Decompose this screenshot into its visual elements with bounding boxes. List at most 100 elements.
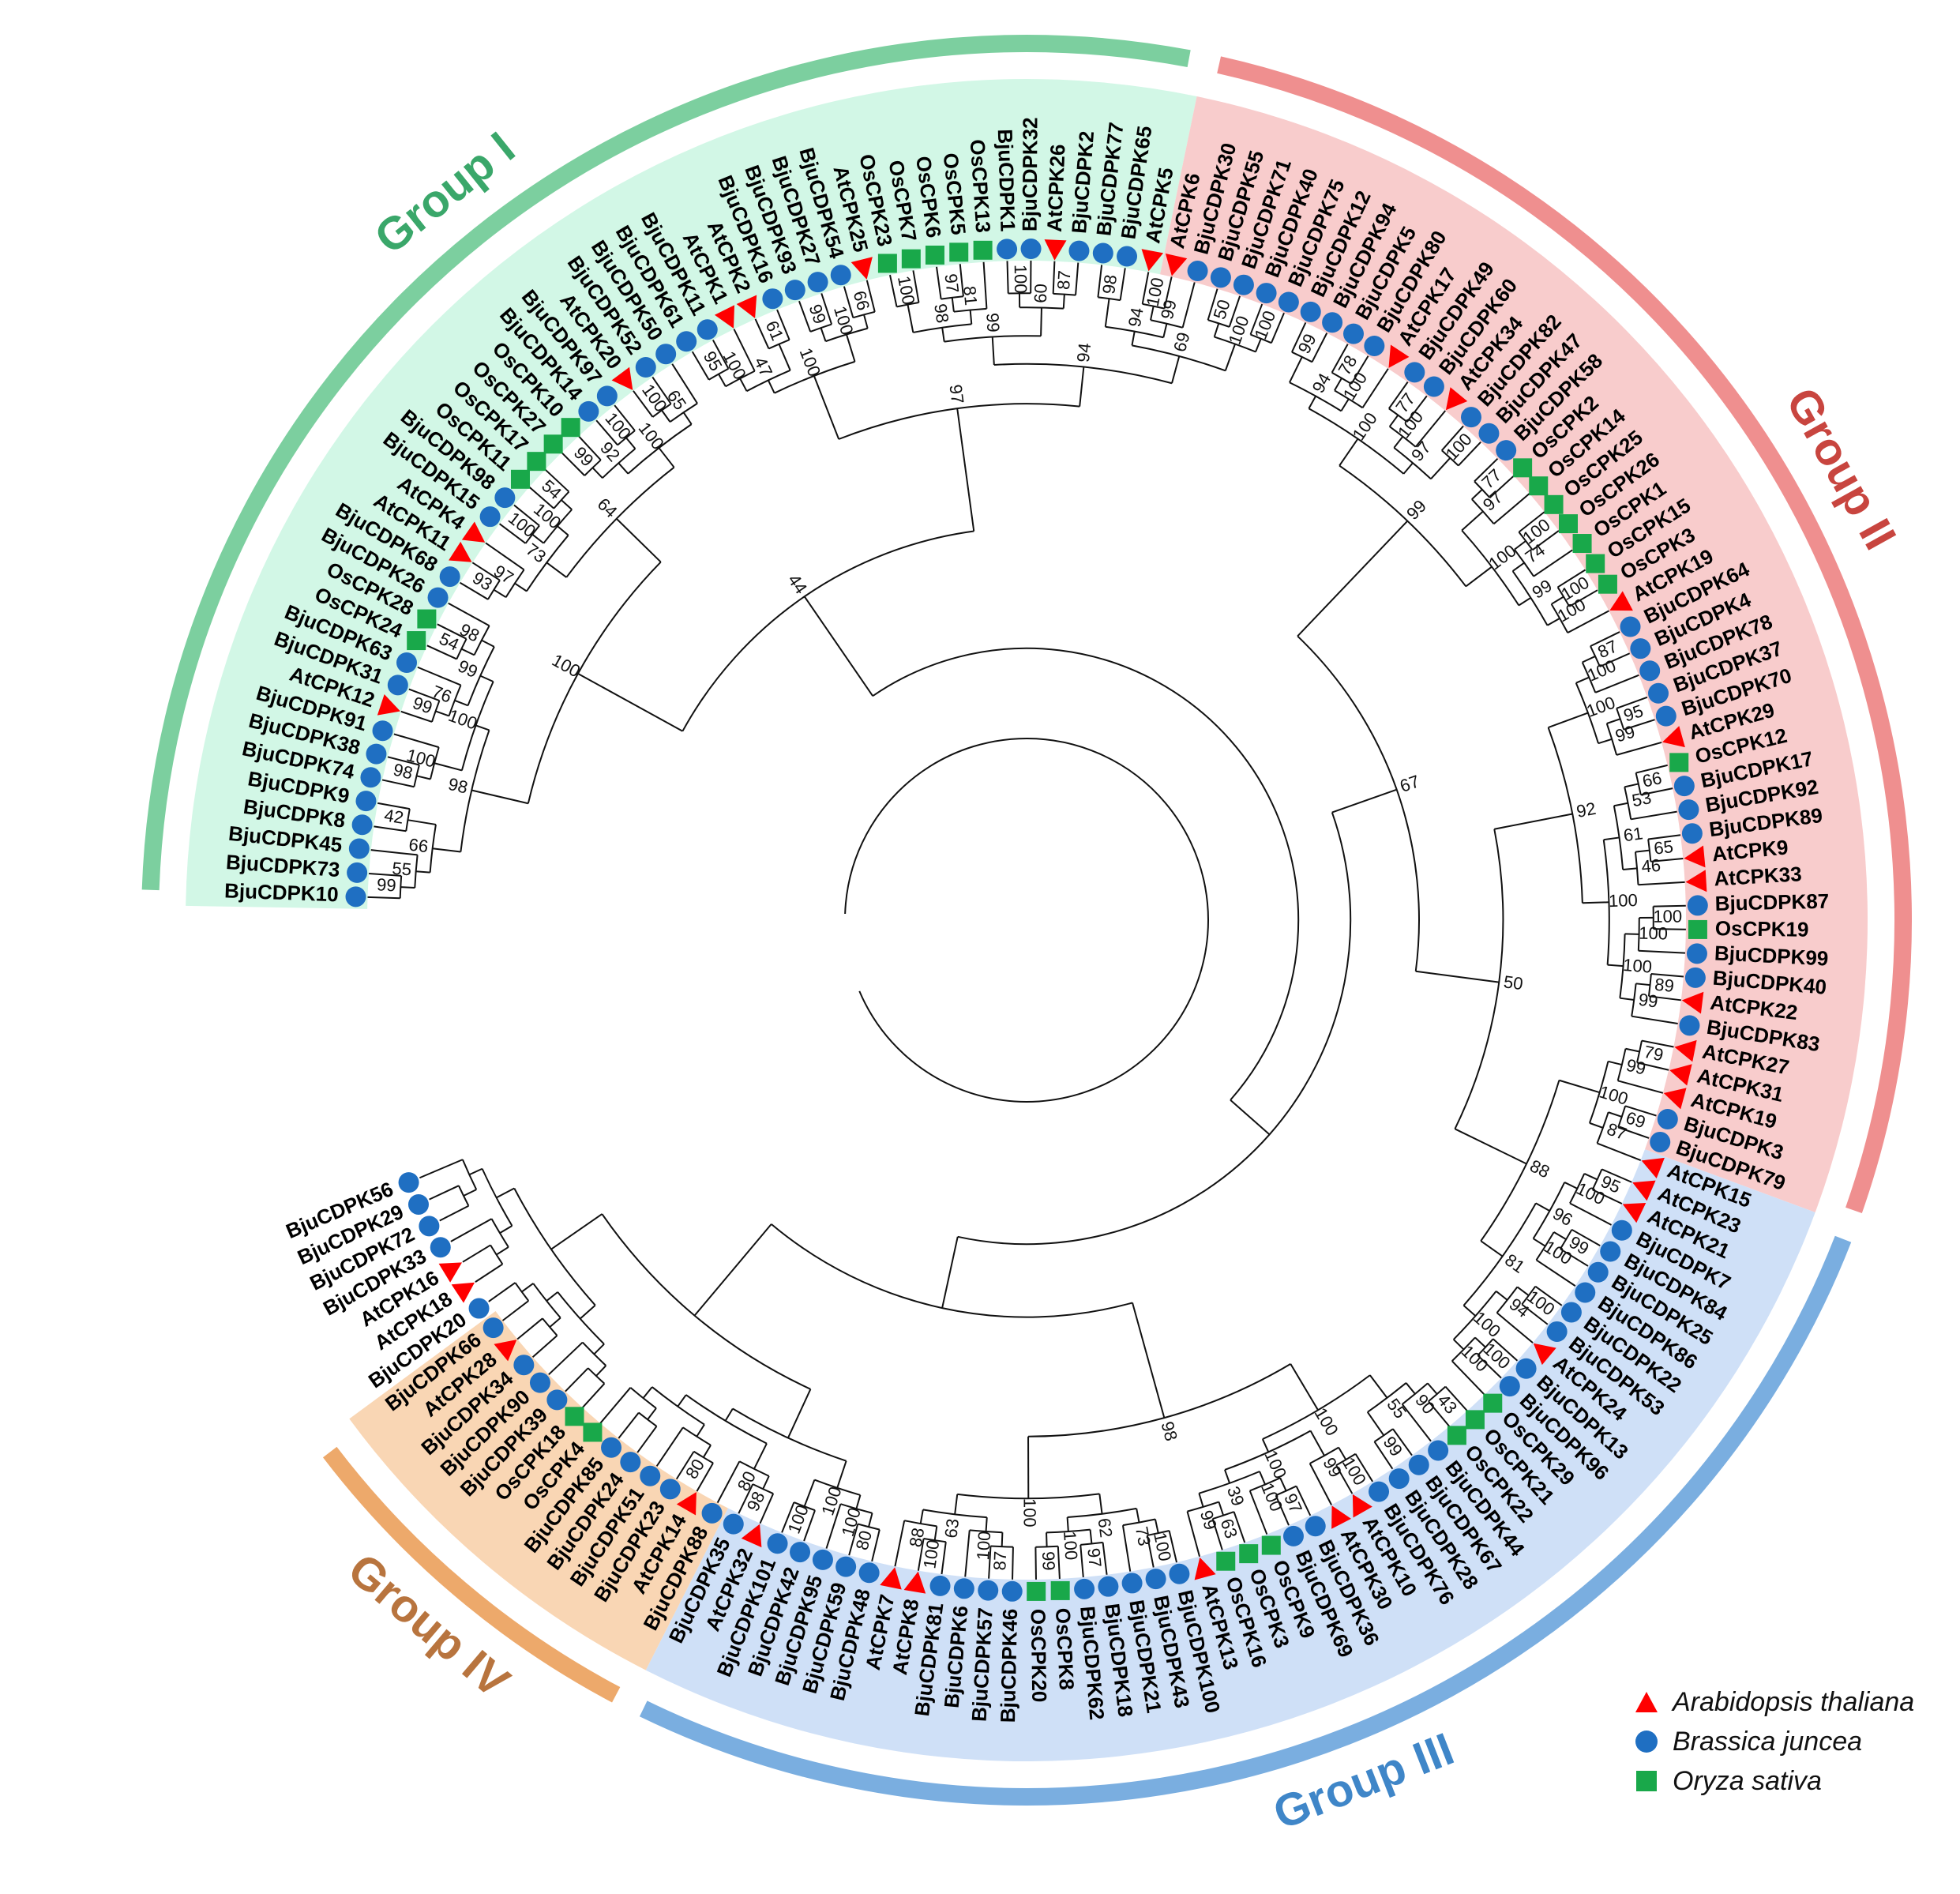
oryza-marker xyxy=(1465,1410,1485,1430)
bootstrap-value: 100 xyxy=(1060,1531,1081,1561)
branch xyxy=(820,293,833,325)
branch xyxy=(513,504,540,527)
arabidopsis-marker xyxy=(1141,249,1164,272)
branch xyxy=(419,1159,464,1179)
branch xyxy=(933,1526,938,1541)
branch xyxy=(463,1189,477,1197)
branch-arc xyxy=(904,1520,937,1528)
brassica-marker xyxy=(419,1216,440,1237)
branch xyxy=(1514,540,1526,551)
branch xyxy=(936,266,942,299)
branch-arc xyxy=(1602,840,1610,965)
branch-arc xyxy=(490,1218,509,1248)
bootstrap-value: 79 xyxy=(1643,1042,1665,1065)
brassica-marker xyxy=(1639,660,1661,682)
branch xyxy=(1308,396,1316,409)
leaf-label: BjuCDPK99 xyxy=(1714,941,1829,970)
arabidopsis-marker xyxy=(1662,726,1685,748)
arabidopsis-marker xyxy=(1165,254,1188,276)
bootstrap-value: 94 xyxy=(1308,370,1335,396)
branch xyxy=(1393,436,1404,449)
branch xyxy=(1224,344,1236,371)
oryza-marker xyxy=(877,254,897,273)
legend-item-oryza: Oryza sativa xyxy=(1635,1761,1943,1801)
branch xyxy=(1309,1430,1325,1456)
oryza-marker xyxy=(1050,1580,1070,1600)
branch xyxy=(1496,1312,1534,1343)
branch xyxy=(1146,1535,1155,1568)
bootstrap-labels: 9955426698100997654989910098939710054100… xyxy=(377,265,1683,1571)
branch xyxy=(1560,1248,1589,1267)
branch xyxy=(393,733,439,749)
bootstrap-value: 100 xyxy=(973,1531,994,1561)
branch xyxy=(1650,857,1684,862)
branch-arc xyxy=(682,1426,712,1446)
branch-arc xyxy=(1046,1528,1091,1534)
oryza-marker xyxy=(561,418,580,438)
bootstrap-value: 100 xyxy=(1019,1498,1039,1528)
branch-arc xyxy=(532,1283,561,1319)
branch xyxy=(1638,881,1685,886)
branch xyxy=(1366,1411,1385,1436)
branch xyxy=(408,688,440,701)
branch-arc xyxy=(814,1479,861,1496)
branch xyxy=(1613,802,1628,807)
branch xyxy=(1617,1126,1650,1139)
branch xyxy=(1171,355,1181,384)
arabidopsis-marker xyxy=(1685,870,1707,893)
brassica-marker xyxy=(1515,1358,1537,1379)
branch xyxy=(951,297,955,312)
brassica-marker xyxy=(529,1372,550,1393)
branch xyxy=(437,623,467,640)
branch xyxy=(591,467,603,479)
branch xyxy=(448,602,490,627)
branch xyxy=(1617,1080,1664,1094)
brassica-marker xyxy=(1305,1516,1326,1537)
branch xyxy=(959,264,964,297)
bootstrap-value: 55 xyxy=(1383,1395,1410,1422)
oryza-marker xyxy=(1598,574,1617,594)
branch xyxy=(625,437,636,449)
brassica-marker xyxy=(1679,1015,1700,1036)
branch xyxy=(1575,676,1590,684)
branch xyxy=(1606,718,1621,724)
branch xyxy=(565,1367,589,1392)
branch-arc xyxy=(1428,1385,1447,1402)
brassica-marker xyxy=(807,272,828,293)
branch xyxy=(1150,306,1155,321)
leaf-label: OsCPK19 xyxy=(1715,916,1809,941)
branch xyxy=(889,274,898,307)
arabidopsis-marker xyxy=(1669,1064,1692,1086)
oryza-marker xyxy=(949,242,969,262)
branch xyxy=(1559,1079,1601,1094)
bootstrap-value: 88 xyxy=(1526,1156,1553,1182)
branch xyxy=(1275,1494,1290,1526)
brassica-marker xyxy=(1092,242,1113,264)
branch xyxy=(1040,307,1042,336)
branch-arc xyxy=(693,1450,714,1464)
branch xyxy=(1480,1240,1504,1257)
branch xyxy=(781,1501,795,1533)
bootstrap-value: 66 xyxy=(850,289,873,313)
branch xyxy=(1451,1360,1485,1396)
brassica-marker xyxy=(953,1578,974,1599)
branch xyxy=(1012,1546,1014,1580)
bootstrap-value: 99 xyxy=(1637,990,1659,1012)
brassica-marker xyxy=(360,767,381,788)
branch-arc xyxy=(1142,303,1165,310)
brassica-marker xyxy=(997,239,1018,260)
branch xyxy=(1249,303,1263,335)
bootstrap-value: 100 xyxy=(549,650,584,682)
branch xyxy=(1427,1382,1438,1395)
branch xyxy=(1373,1441,1394,1470)
branch xyxy=(1620,997,1635,1001)
branch-arc xyxy=(1477,1338,1494,1356)
branch-arc xyxy=(1367,1382,1407,1413)
branch xyxy=(528,486,555,509)
branch xyxy=(1097,265,1103,298)
branch xyxy=(1335,1464,1354,1494)
brassica-marker xyxy=(1020,239,1042,260)
bootstrap-value: 55 xyxy=(392,859,412,880)
branch xyxy=(1271,312,1285,344)
group-ring xyxy=(1217,56,1912,1214)
